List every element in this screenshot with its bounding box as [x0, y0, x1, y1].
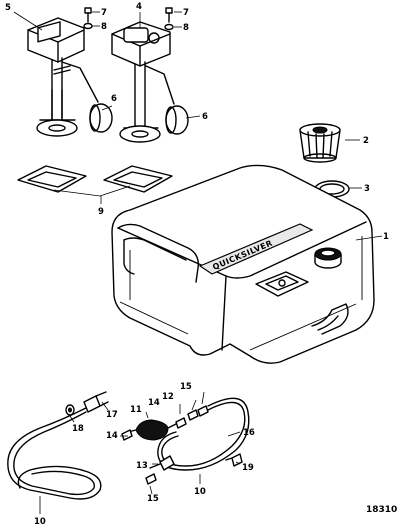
callout-15-upper: 15: [180, 382, 192, 392]
callout-8-left: 8: [101, 22, 107, 32]
callout-numbers: 5 4 7 8 7 8 6 6 9 2 3 1 17 18 11 14 12 1…: [5, 2, 389, 527]
callout-11: 11: [130, 405, 142, 415]
callout-1: 1: [383, 232, 389, 242]
check-valve-14: [121, 417, 187, 441]
callout-10-left: 10: [34, 517, 46, 527]
fuel-sender-left: [27, 17, 113, 137]
fuel-hose-right: [157, 397, 250, 471]
screw-washer-right: [164, 7, 174, 31]
callout-5: 5: [5, 3, 11, 13]
callout-8-right: 8: [183, 23, 189, 33]
fuel-hose-left: [7, 407, 102, 500]
callout-4: 4: [136, 2, 142, 12]
engine-connector-19: [225, 453, 243, 467]
callout-6-left: 6: [111, 94, 117, 104]
callout-16: 16: [243, 428, 255, 438]
callout-19: 19: [242, 463, 254, 473]
fuel-sender-right: [111, 21, 189, 143]
callout-18: 18: [72, 424, 84, 434]
fuel-tank: QUICKSILVER: [111, 164, 375, 364]
gasket-right: [103, 165, 173, 193]
callout-17: 17: [106, 410, 118, 420]
callout-12: 12: [162, 392, 174, 402]
screw-washer-left: [83, 7, 93, 30]
figure-reference-number: 18310: [366, 505, 397, 515]
tank-connector-17: [83, 391, 109, 413]
connector-13: [149, 455, 175, 471]
callout-9: 9: [98, 207, 104, 217]
callout-13: 13: [136, 461, 148, 471]
primer-bulb-11: [127, 419, 177, 441]
callout-14-lower: 14: [106, 431, 118, 441]
callout-10-right: 10: [194, 487, 206, 497]
callout-14-upper: 14: [148, 398, 160, 408]
fitting-15-lower: [145, 473, 157, 485]
callout-6-right: 6: [202, 112, 208, 122]
filler-cap-strainer: [299, 123, 341, 163]
gasket-left: [17, 165, 87, 193]
callout-7-left: 7: [101, 8, 107, 18]
callout-7-right: 7: [183, 8, 189, 18]
fitting-12-15: [187, 405, 209, 421]
hose-clamp-18: [65, 404, 75, 416]
callout-15-lower: 15: [147, 494, 159, 504]
callout-2: 2: [363, 136, 369, 146]
callout-3: 3: [364, 184, 370, 194]
leader-lines: [13, 11, 383, 514]
